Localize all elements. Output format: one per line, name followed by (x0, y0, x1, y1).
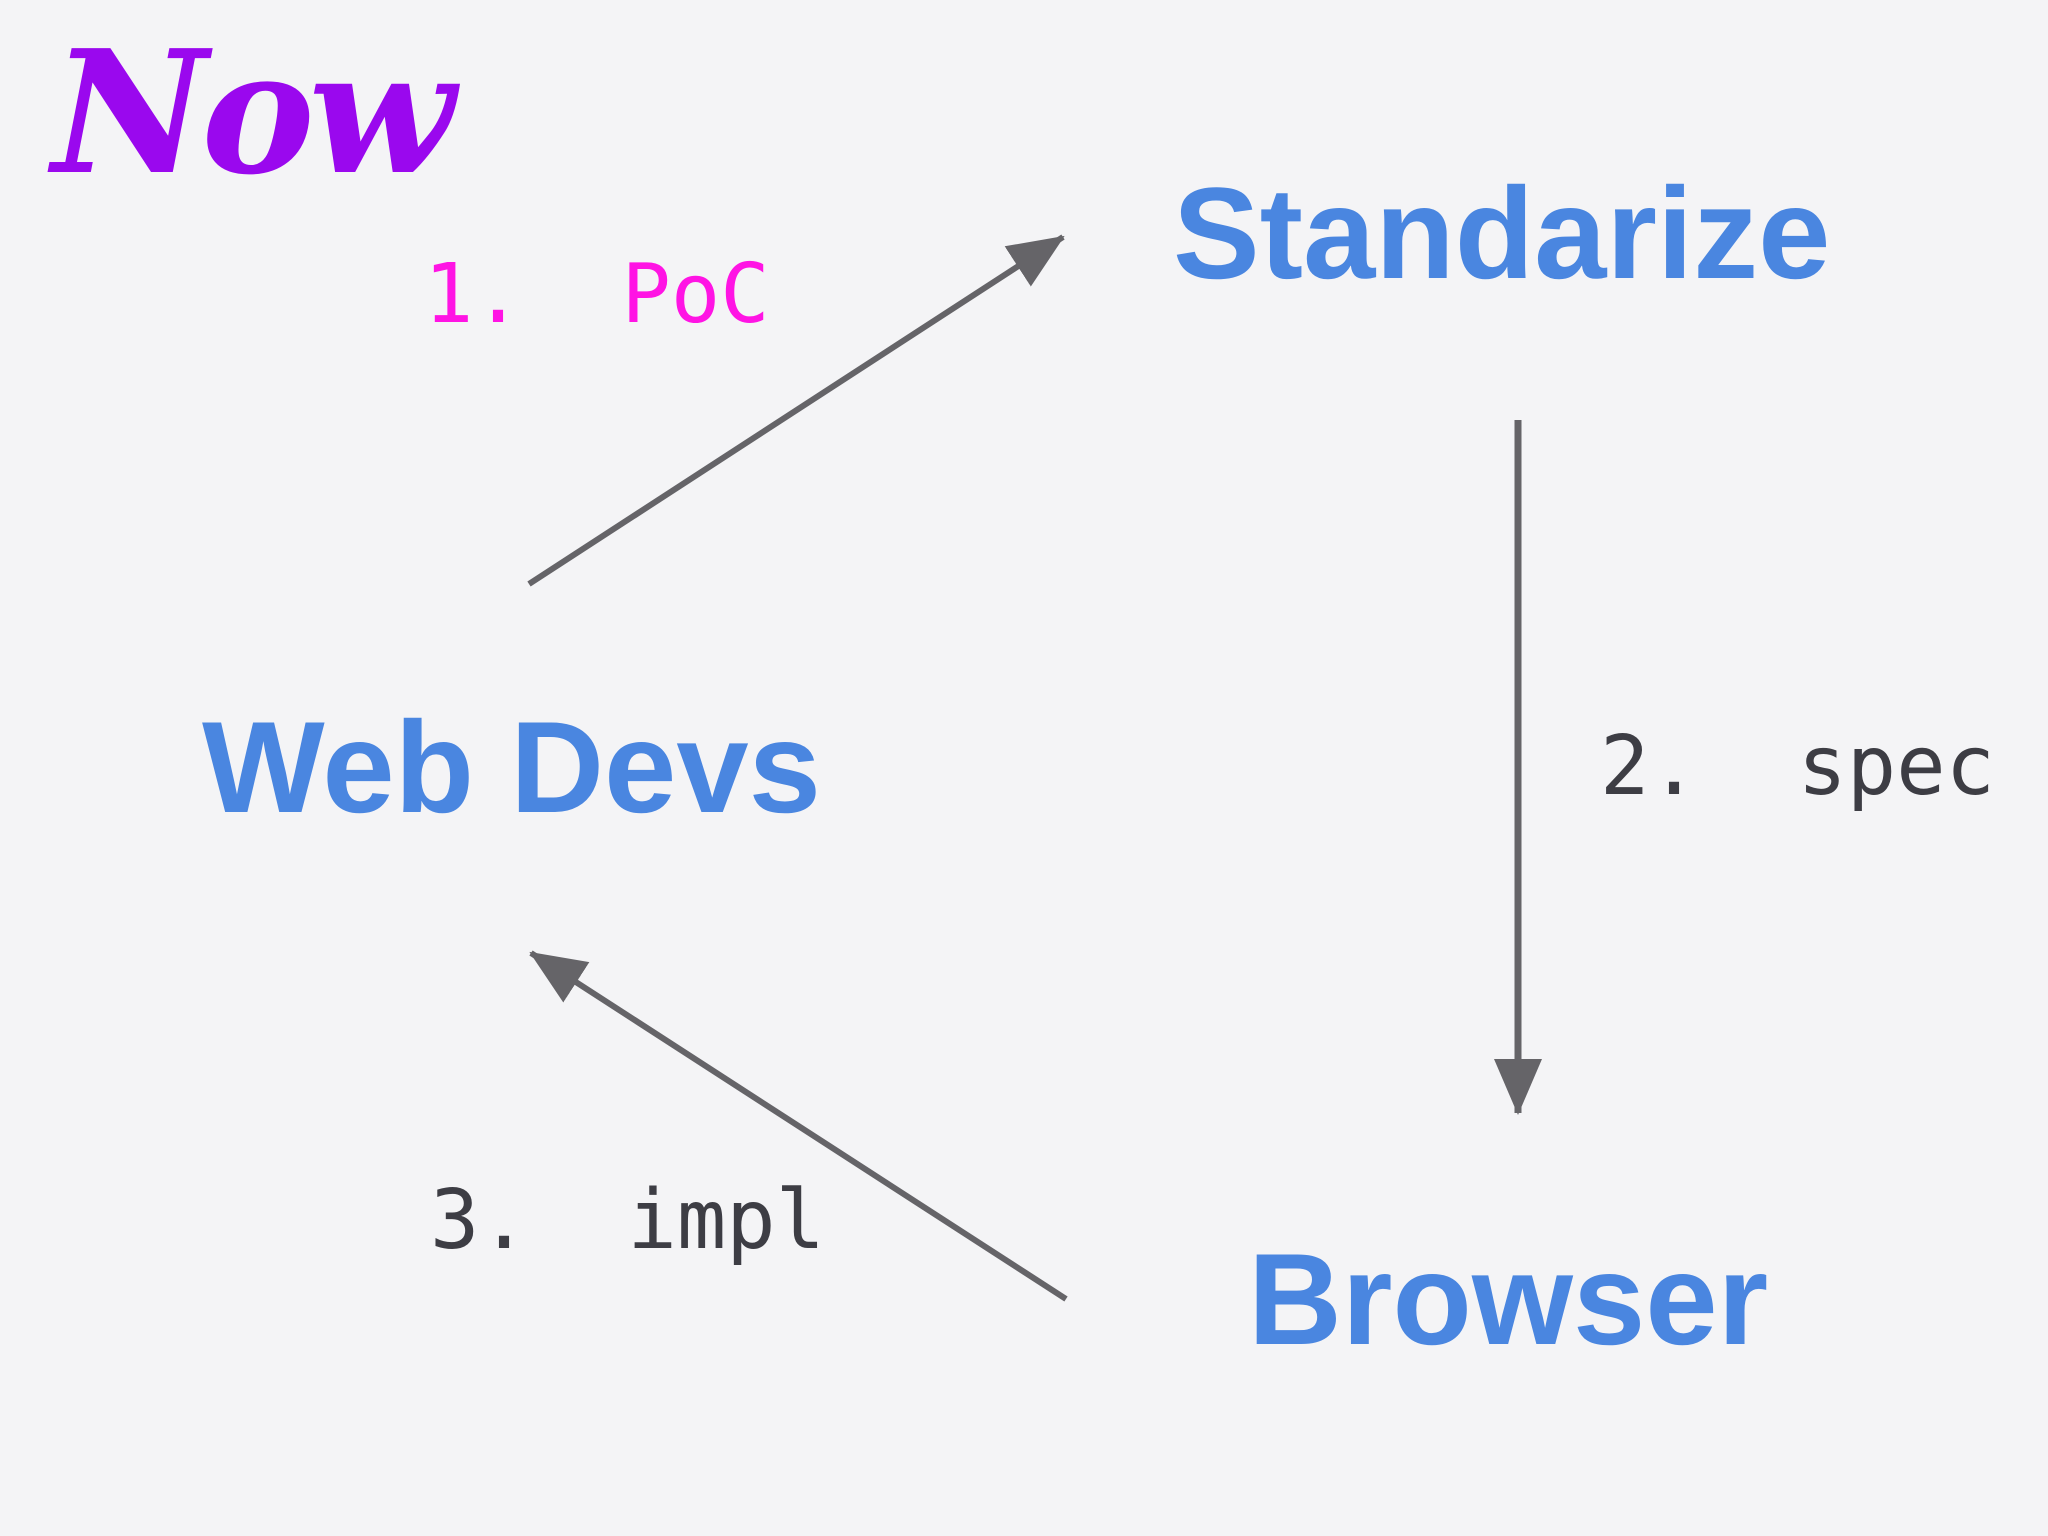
node-web-devs: Web Devs (202, 694, 821, 840)
arrow-webdevs-to-standarize (527, 234, 1065, 587)
node-browser: Browser (1248, 1226, 1769, 1372)
node-standarize: Standarize (1173, 160, 1831, 306)
step-label-spec: 2. spec (1600, 719, 1995, 814)
step-label-impl: 3. impl (430, 1173, 825, 1268)
step-label-poc: 1. PoC (424, 247, 770, 342)
slide-title: Now (52, 13, 455, 213)
arrow-browser-to-webdevs (529, 950, 1068, 1302)
